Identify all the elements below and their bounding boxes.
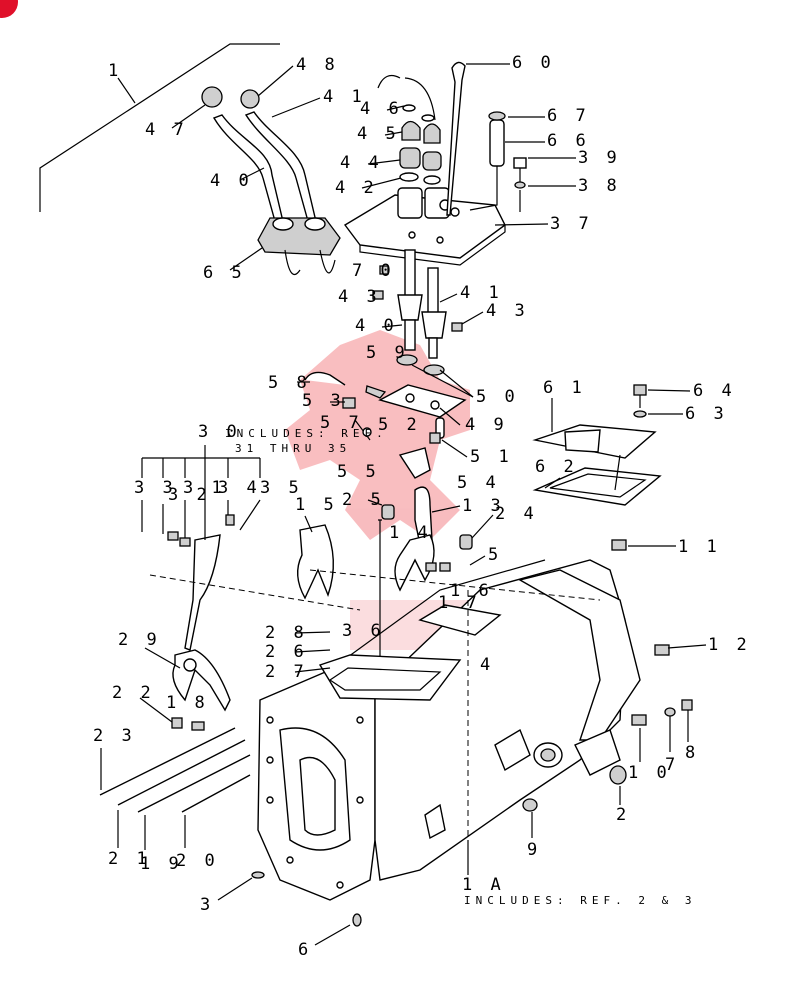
callout-64: 6 4: [693, 381, 736, 401]
callout-26: 2 6: [265, 642, 308, 662]
callout-15: 1 5: [295, 495, 338, 515]
callout-22: 2 2: [112, 683, 155, 703]
callout-10: 1 0: [628, 763, 671, 783]
callout-62: 6 2: [535, 457, 578, 477]
callout-51: 5 1: [470, 447, 513, 467]
side-cover-and-gasket: [532, 384, 662, 506]
callout-labels: 1 4 7 4 8 4 1 4 0 6 5 4 6 4 5 4 4 4 2 6 …: [93, 53, 751, 960]
callout-12: 1 2: [708, 635, 751, 655]
callout-6: 6: [298, 940, 312, 960]
callout-38: 3 8: [578, 176, 621, 196]
callout-44: 4 4: [340, 153, 383, 173]
note-includes-ref-31: INCLUDES: REF.: [225, 427, 388, 440]
callout-11: 1 1: [678, 537, 721, 557]
callout-32: 3 2: [168, 485, 211, 505]
shift-lever-assembly: [201, 86, 341, 275]
leader-lines: [100, 63, 707, 946]
dipstick-and-plugs: [446, 61, 527, 216]
callout-41-top: 4 1: [323, 87, 366, 107]
callout-61: 6 1: [543, 378, 586, 398]
callout-46: 4 6: [360, 99, 403, 119]
callout-29: 2 9: [118, 630, 161, 650]
callout-30: 3 0: [198, 422, 241, 442]
callout-8: 8: [685, 743, 699, 763]
callout-43-left: 4 3: [338, 287, 381, 307]
callout-60: 6 0: [512, 53, 555, 73]
callout-59: 5 9: [366, 343, 409, 363]
callout-47: 4 7: [145, 120, 188, 140]
callout-66: 6 6: [547, 131, 590, 151]
callout-70: 7 0: [352, 261, 395, 281]
callout-34: 3 4: [218, 478, 261, 498]
callout-43-right: 4 3: [486, 301, 529, 321]
callout-7: 7: [665, 755, 679, 775]
top-cover-assembly: [343, 75, 506, 266]
callout-41-lower: 4 1: [460, 283, 503, 303]
callout-31: 3 1: [183, 478, 226, 498]
callout-67: 6 7: [547, 106, 590, 126]
ref1-bracket: [39, 43, 280, 212]
callout-5: 5: [488, 545, 502, 565]
callout-13: 1 3: [462, 496, 505, 516]
callout-42: 4 2: [335, 178, 378, 198]
transmission-case: [149, 539, 693, 927]
callout-40-lower: 4 0: [355, 316, 398, 336]
note-includes-ref-2-3: INCLUDES: REF. 2 & 3: [464, 894, 696, 907]
callout-65: 6 5: [203, 263, 246, 283]
callout-50: 5 0: [476, 387, 519, 407]
callout-23: 2 3: [93, 726, 136, 746]
shift-rails: [99, 717, 251, 813]
callout-17: 1 7: [438, 593, 481, 613]
callout-25: 2 5: [342, 490, 385, 510]
callout-19: 1 9: [140, 854, 183, 874]
callout-57: 5 7: [320, 413, 363, 433]
callout-36: 3 6: [342, 621, 385, 641]
callout-63: 6 3: [685, 404, 728, 424]
callout-4: 4: [480, 655, 494, 675]
callout-1: 1: [108, 61, 122, 81]
callout-20: 2 0: [176, 851, 219, 871]
callout-27: 2 7: [265, 662, 308, 682]
callout-48: 4 8: [296, 55, 339, 75]
callout-49: 4 9: [465, 415, 508, 435]
callout-1A: 1 A: [462, 875, 505, 895]
callout-53: 5 3: [302, 391, 345, 411]
callout-58: 5 8: [268, 373, 311, 393]
callout-45: 4 5: [357, 124, 400, 144]
shifter-forks: [167, 486, 473, 712]
callout-24: 2 4: [495, 504, 538, 524]
callout-52: 5 2: [378, 415, 421, 435]
callout-39: 3 9: [578, 148, 621, 168]
callout-21: 2 1: [108, 849, 151, 869]
callout-28: 2 8: [265, 623, 308, 643]
callout-14: 1 4: [389, 523, 432, 543]
note-31-thru-35: 31 THRU 35: [235, 442, 351, 455]
callout-3: 3: [200, 895, 214, 915]
callout-2: 2: [616, 805, 630, 825]
callout-18: 1 8: [166, 693, 209, 713]
callout-40-top: 4 0: [210, 171, 253, 191]
callout-35: 3 5: [260, 478, 303, 498]
callout-9: 9: [527, 840, 541, 860]
callout-16: 1 6: [450, 581, 493, 601]
callout-33: 3 3: [134, 478, 177, 498]
callout-37: 3 7: [550, 214, 593, 234]
interlock-plate-assembly: [304, 371, 467, 479]
callout-54: 5 4: [457, 473, 500, 493]
callout-55: 5 5: [337, 462, 380, 482]
shift-shafts-lower: [372, 249, 463, 376]
